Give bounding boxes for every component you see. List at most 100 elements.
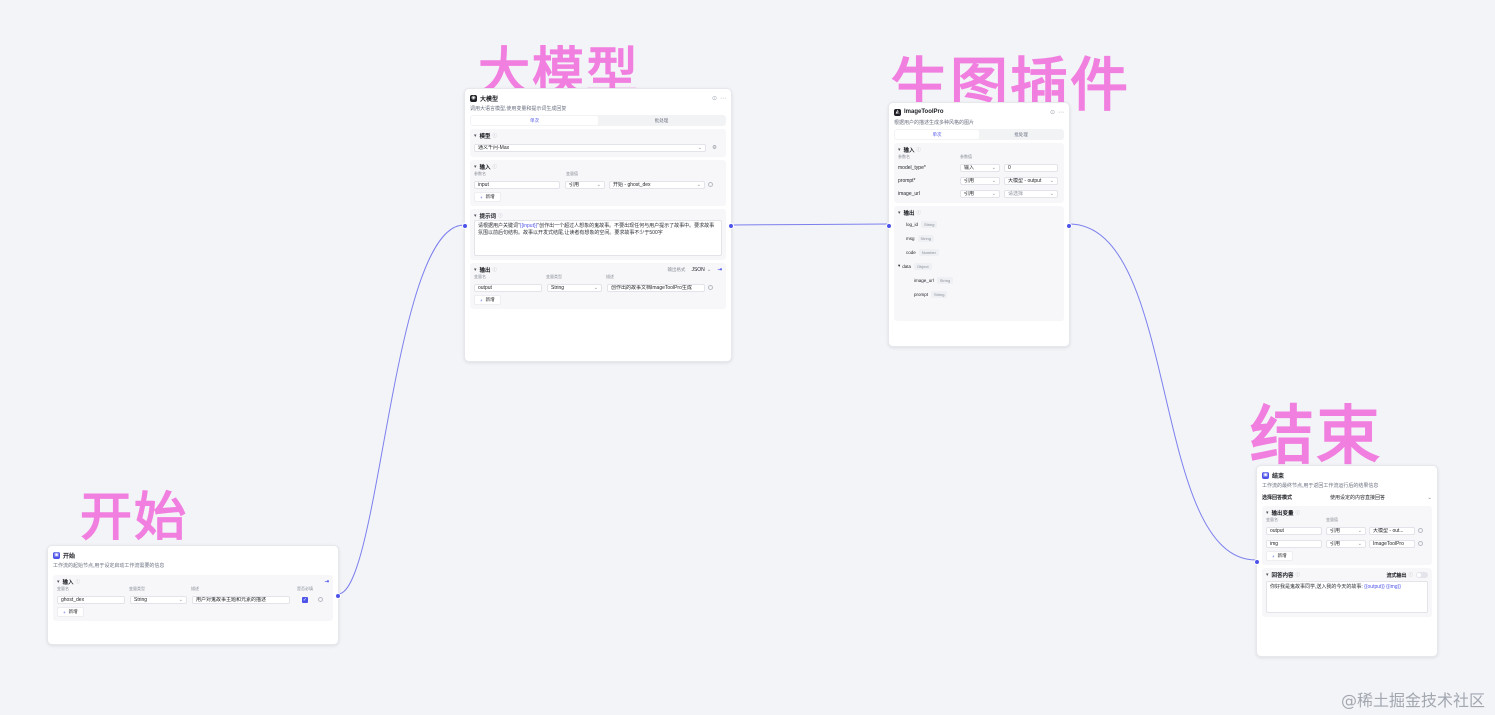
end-var-name-field[interactable]: img xyxy=(1266,539,1322,548)
info-icon: ⓘ xyxy=(492,164,498,169)
llm-output-port[interactable] xyxy=(728,223,734,229)
tab-batch[interactable]: 批处理 xyxy=(1014,131,1028,137)
prompt-variable: {{input}} xyxy=(519,223,538,229)
plus-icon: + xyxy=(63,609,66,615)
plugin-input-port[interactable] xyxy=(886,223,892,229)
tab-single[interactable]: 单次 xyxy=(895,130,979,139)
param-mode-select[interactable]: 引用⌄ xyxy=(960,176,1000,185)
chevron-down-icon[interactable]: ▾ xyxy=(474,267,477,273)
edit-icon[interactable]: ⇥ xyxy=(324,579,329,585)
output-data: data xyxy=(902,263,912,269)
llm-icon: ◉ xyxy=(470,94,477,102)
run-icon[interactable]: ⊙ xyxy=(1049,109,1055,116)
more-icon[interactable]: ⋯ xyxy=(1058,109,1064,116)
chevron-down-icon: ⌄ xyxy=(697,144,702,151)
col-value: 参数值 xyxy=(960,154,972,159)
plugin-output-port[interactable] xyxy=(1066,223,1072,229)
end-node-desc: 工作流的最终节点,用于返回工作流运行后的结果信息 xyxy=(1262,483,1379,489)
input-name-field[interactable]: input xyxy=(474,180,560,189)
output-log-id: log_id xyxy=(906,221,919,227)
model-section-title: 模型 xyxy=(479,134,491,140)
add-label: 新增 xyxy=(485,194,495,199)
input-ref-select[interactable]: 开始 - ghost_dex⌄ xyxy=(609,180,705,189)
output-section-title: 输出 xyxy=(479,268,491,274)
start-var-desc-field[interactable]: 用户对鬼故事主题和元素的描述 xyxy=(192,595,290,604)
end-var-name-field[interactable]: output xyxy=(1266,526,1322,535)
start-var-type-select[interactable]: String⌄ xyxy=(130,595,187,604)
param-mode-select[interactable]: 输入⌄ xyxy=(960,163,1000,172)
end-var-value-select[interactable]: ImageToolPro xyxy=(1369,539,1415,548)
output-edit-icon[interactable]: ⇥ xyxy=(717,267,722,273)
end-var-mode-select[interactable]: 引用⌄ xyxy=(1326,539,1366,548)
input-ref: 开始 - ghost_dex xyxy=(613,182,651,188)
add-input-button[interactable]: +新增 xyxy=(474,192,501,202)
edge-llm-to-plugin xyxy=(729,223,889,226)
tab-batch[interactable]: 批处理 xyxy=(654,117,669,123)
param-value-select[interactable]: 大模型 - output⌄ xyxy=(1004,176,1058,185)
answer-editor[interactable]: 你好我是鬼故事同学,送入我的今天的故事: {{output}} {{img}} xyxy=(1266,581,1428,613)
required-checkbox[interactable]: ✓ xyxy=(302,596,308,603)
param-mode: 引用 xyxy=(964,178,975,184)
chevron-down-icon[interactable]: ▾ xyxy=(898,210,901,216)
run-icon[interactable]: ⊙ xyxy=(711,95,717,102)
start-output-port[interactable] xyxy=(335,593,341,599)
chevron-down-icon[interactable]: ▾ xyxy=(474,213,477,219)
output-name-field[interactable]: output xyxy=(474,283,542,292)
output-desc-field[interactable]: 创作出的故事文档ImageToolPro生成 xyxy=(607,283,705,292)
output-format-select[interactable]: JSON xyxy=(691,267,705,273)
more-icon[interactable]: ⋯ xyxy=(720,95,726,102)
add-start-input-button[interactable]: +新增 xyxy=(57,607,84,617)
output-type-select[interactable]: String⌄ xyxy=(547,283,602,292)
answer-mode-select[interactable]: 使用设定的内容直接回答 xyxy=(1330,495,1386,501)
remove-icon[interactable] xyxy=(1418,541,1423,546)
end-input-port[interactable] xyxy=(1254,559,1260,565)
plugin-node-desc: 根据用户的描述生成多种风格的图片 xyxy=(894,120,975,126)
output-prompt: prompt xyxy=(914,291,929,297)
remove-icon[interactable] xyxy=(708,285,713,290)
start-node-desc: 工作流的起始节点,用于设定启动工作流需要的信息 xyxy=(53,563,165,569)
plugin-node[interactable]: ◭ ImageToolPro ⊙⋯ 根据用户的描述生成多种风格的图片 单次 批处… xyxy=(886,102,1072,347)
remove-icon[interactable] xyxy=(318,597,323,602)
chevron-down-icon[interactable]: ▾ xyxy=(1266,510,1269,516)
chevron-down-icon[interactable]: ▾ xyxy=(474,164,477,170)
end-node[interactable]: ▣ 结束 工作流的最终节点,用于返回工作流运行后的结果信息 选择回答模式 使用设… xyxy=(1254,465,1438,657)
settings-icon[interactable]: ⚙ xyxy=(712,144,717,151)
remove-icon[interactable] xyxy=(708,182,713,187)
llm-input-port[interactable] xyxy=(462,223,468,229)
prompt-text-post: "创作出一个超过人想象的鬼故事。不要出现任何与用户提示了故事中。要求故事氛围以前… xyxy=(478,223,715,236)
add-output-button[interactable]: +新增 xyxy=(474,295,501,305)
caret-down-icon[interactable]: ▾ xyxy=(898,263,901,268)
stream-toggle[interactable] xyxy=(1416,572,1428,578)
col-name: 参数名 xyxy=(898,154,910,159)
end-var-mode-select[interactable]: 引用⌄ xyxy=(1326,526,1366,535)
out-col-type: 变量类型 xyxy=(546,274,562,279)
chevron-down-icon[interactable]: ▾ xyxy=(57,579,60,585)
llm-node-title: 大模型 xyxy=(480,96,499,103)
param-mode-select[interactable]: 引用⌄ xyxy=(960,189,1000,198)
end-var-value-select[interactable]: 大模型 - out... xyxy=(1369,526,1415,535)
annotation-end: 结束 xyxy=(1250,400,1382,474)
output-desc: 创作出的故事文档ImageToolPro生成 xyxy=(611,285,692,291)
input-mode-select[interactable]: 引用⌄ xyxy=(565,180,605,189)
chevron-down-icon: ⌄ xyxy=(706,267,712,273)
start-var-name-field[interactable]: ghost_dex xyxy=(57,595,125,604)
chevron-down-icon[interactable]: ▾ xyxy=(1266,572,1269,578)
llm-node[interactable]: ◉ 大模型 ⊙⋯ 调用大语言模型,使用变量和提示词生成回复 单次 批处理 ▾模型… xyxy=(462,88,734,362)
remove-icon[interactable] xyxy=(1418,528,1423,533)
out-col-name: 变量名 xyxy=(474,274,486,279)
answer-section-title: 回答内容 xyxy=(1271,573,1294,579)
stream-output-label: 流式输出 xyxy=(1386,572,1407,579)
end-var-name: output xyxy=(1270,527,1284,534)
param-value-field[interactable]: 0 xyxy=(1004,163,1058,172)
model-select[interactable]: 通义千问-Max⌄ xyxy=(474,143,706,152)
chevron-down-icon[interactable]: ▾ xyxy=(474,133,477,139)
chevron-down-icon[interactable]: ▾ xyxy=(898,147,901,153)
add-end-output-button[interactable]: +新增 xyxy=(1266,551,1293,561)
tab-single[interactable]: 单次 xyxy=(471,116,598,125)
param-value-select[interactable]: 请选择⌄ xyxy=(1004,189,1058,198)
col-required: 是否必填 xyxy=(297,586,313,591)
prompt-editor[interactable]: 请根据用户关键词"{{input}}"创作出一个超过人想象的鬼故事。不要出现任何… xyxy=(474,220,722,256)
type-tag: String xyxy=(936,276,954,284)
answer-variable-img: {{img}} xyxy=(1386,584,1401,590)
